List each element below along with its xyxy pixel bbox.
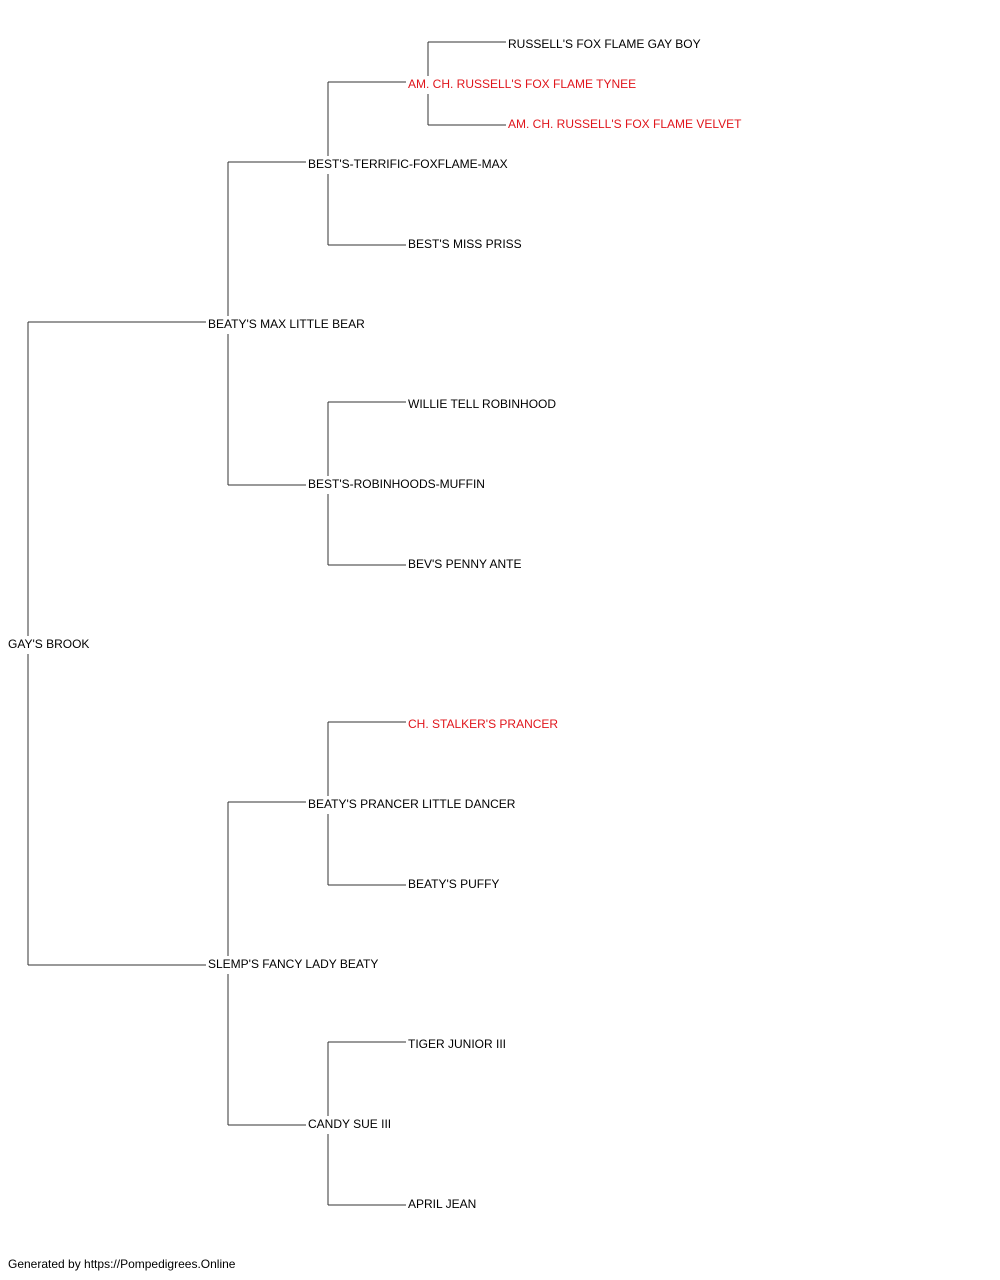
dog-name-sire-sire-dam: BEST'S MISS PRISS [408,237,522,251]
dog-name-sire-dam: BEST'S-ROBINHOODS-MUFFIN [308,477,485,491]
dog-name-sire-sire-sire-dam: AM. CH. RUSSELL'S FOX FLAME VELVET [508,117,742,131]
dog-name-dam: SLEMP'S FANCY LADY BEATY [208,957,378,971]
dog-name-sire-sire-sire-sire: RUSSELL'S FOX FLAME GAY BOY [508,37,701,51]
dog-name-subject: GAY'S BROOK [8,637,89,651]
dog-name-sire-sire-sire: AM. CH. RUSSELL'S FOX FLAME TYNEE [408,77,636,91]
generated-by-footer: Generated by https://Pompedigrees.Online [8,1257,236,1271]
dog-name-sire-dam-dam: BEV'S PENNY ANTE [408,557,521,571]
dog-name-dam-dam-sire: TIGER JUNIOR III [408,1037,506,1051]
dog-name-dam-dam-dam: APRIL JEAN [408,1197,476,1211]
pedigree-connectors [27,41,506,1206]
pedigree-labels: GAY'S BROOK BEATY'S MAX LITTLE BEAR SLEMP'… [8,37,742,1211]
dog-name-dam-sire-sire: CH. STALKER'S PRANCER [408,717,558,731]
dog-name-sire-dam-sire: WILLIE TELL ROBINHOOD [408,397,556,411]
dog-name-dam-sire: BEATY'S PRANCER LITTLE DANCER [308,797,516,811]
dog-name-dam-sire-dam: BEATY'S PUFFY [408,877,499,891]
dog-name-dam-dam: CANDY SUE III [308,1117,391,1131]
dog-name-sire: BEATY'S MAX LITTLE BEAR [208,317,365,331]
dog-name-sire-sire: BEST'S-TERRIFIC-FOXFLAME-MAX [308,157,508,171]
